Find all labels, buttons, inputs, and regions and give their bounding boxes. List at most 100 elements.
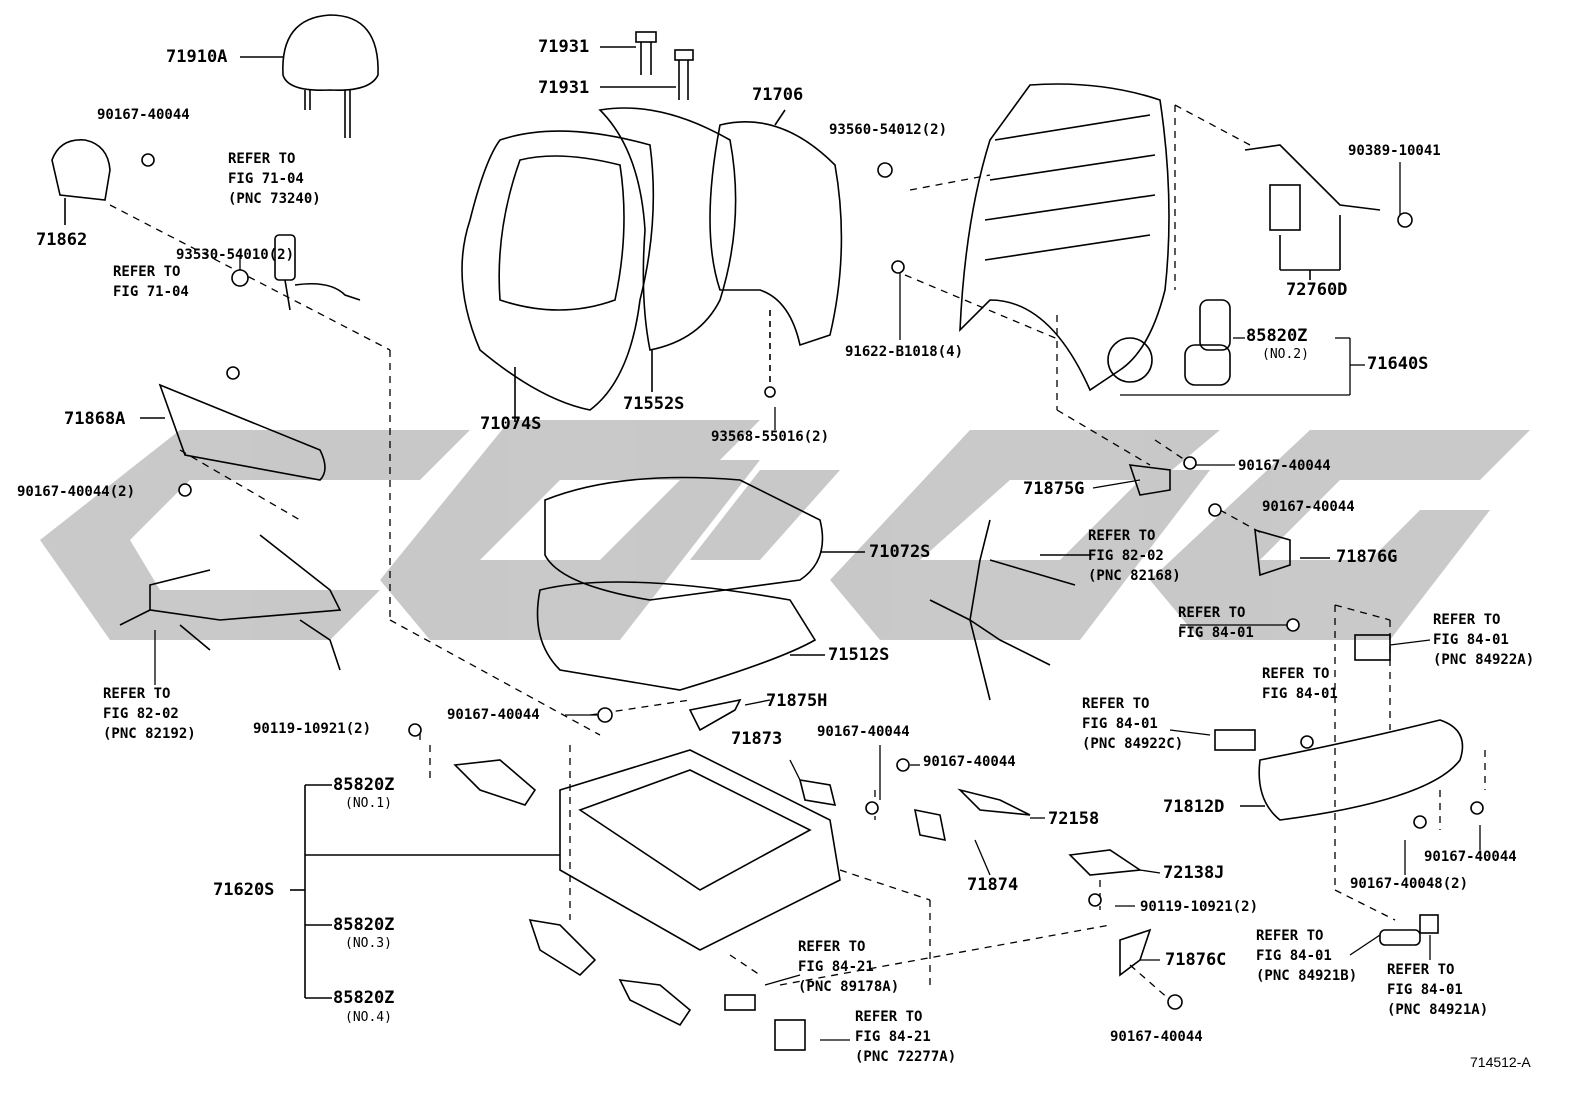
label-bolt-91622: 91622-B1018(4) [845, 344, 964, 360]
label-cover-71875h: 71875H [766, 691, 828, 711]
label-belt-ref-line3: (PNC 73240) [228, 191, 321, 207]
back-board-drawing [709, 109, 843, 395]
label-screw-board: 90167-40044(2) [17, 484, 136, 500]
wire-harness-right-drawing [929, 519, 1090, 701]
label-frame-71640s: 71640S [1367, 354, 1429, 374]
label-screw-71873: 90167-40044 [817, 724, 910, 740]
wire-harness-drawing [119, 534, 342, 671]
motor-no1-drawing [453, 759, 537, 806]
label-motor-no1-part: 85820Z [333, 775, 395, 795]
label-ref-84922c-line1: REFER TO [1082, 696, 1150, 712]
label-shield-71812d: 71812D [1163, 797, 1225, 817]
label-motor-no3-sub: (NO.3) [345, 936, 392, 951]
label-cushion-pad: 71512S [828, 645, 890, 665]
solid-leader-lines [154, 162, 1481, 1041]
board-drawing [140, 383, 326, 481]
label-screw-93530: 93530-54010(2) [176, 247, 295, 263]
label-cover-71876g: 71876G [1336, 547, 1398, 567]
label-back-cover: 71074S [480, 414, 542, 434]
label-motor-no4-part: 85820Z [333, 988, 395, 1008]
label-screw-71876c: 90167-40044 [1110, 1029, 1203, 1045]
label-ref-84921a-line2: FIG 84-01 [1387, 982, 1463, 998]
label-ref-84921a-line1: REFER TO [1387, 962, 1455, 978]
label-back-pad: 71552S [623, 394, 685, 414]
label-motor-no2-part: 85820Z [1246, 326, 1308, 346]
label-belt-ref-line2: FIG 71-04 [228, 171, 304, 187]
label-back-board: 71706 [752, 85, 804, 105]
label-cushion-cover: 71072S [869, 542, 931, 562]
label-hinge-cover: 71862 [36, 230, 88, 250]
label-nut-ref-line2: FIG 71-04 [113, 284, 189, 300]
label-cover-71875g: 71875G [1023, 479, 1085, 499]
label-motor-no3-part: 85820Z [333, 915, 395, 935]
label-screw-cushion: 90167-40044 [447, 707, 540, 723]
label-ref-84921b-line2: FIG 84-01 [1256, 948, 1332, 964]
label-screw-93560: 93560-54012(2) [829, 122, 948, 138]
label-ref-84922a-line3: (PNC 84922A) [1433, 652, 1535, 668]
label-screw-40048: 90167-40048(2) [1350, 876, 1469, 892]
label-wire-82192-line3: (PNC 82192) [103, 726, 196, 742]
label-ref-bolt-84-01-line1: REFER TO [1178, 605, 1246, 621]
lumbar-drawing [1244, 144, 1381, 280]
buckle-drawing [274, 234, 361, 311]
label-ref-72277a-line2: FIG 84-21 [855, 1029, 931, 1045]
label-ref-89178a-line1: REFER TO [798, 939, 866, 955]
label-board-71868a: 71868A [64, 409, 126, 429]
figure-id: 714512-A [1470, 1054, 1531, 1070]
screw-drawings [141, 153, 1484, 1010]
cushion-drawing [536, 476, 865, 691]
side-shield-drawing [1240, 719, 1464, 821]
label-wire-82192-line2: FIG 82-02 [103, 706, 179, 722]
label-ref-84921b-line3: (PNC 84921B) [1256, 968, 1358, 984]
motor-no3-drawing [528, 918, 597, 977]
dashed-leader-lines [109, 104, 1486, 1001]
label-ref-84922c-line3: (PNC 84922C) [1082, 736, 1184, 752]
label-bracket-72158: 72158 [1048, 809, 1100, 829]
label-screw-93568: 93568-55016(2) [711, 429, 830, 445]
label-screw-71876g: 90167-40044 [1262, 499, 1355, 515]
motor-no4-drawing [618, 979, 692, 1027]
label-ref-89178a-line2: FIG 84-21 [798, 959, 874, 975]
label-ref-89178a-line3: (PNC 89178A) [798, 979, 900, 995]
label-motor-no2-sub: (NO.2) [1262, 347, 1309, 362]
label-ref-84922a-line2: FIG 84-01 [1433, 632, 1509, 648]
label-ref-84921a-line3: (PNC 84921A) [1387, 1002, 1489, 1018]
label-screw-72158: 90167-40044 [923, 754, 1016, 770]
label-pin-upper: 71931 [538, 37, 590, 57]
label-ref-84921b-line1: REFER TO [1256, 928, 1324, 944]
label-motor-no1-sub: (NO.1) [345, 796, 392, 811]
label-nut-ref-line1: REFER TO [113, 264, 181, 280]
label-screw-71875g: 90167-40044 [1238, 458, 1331, 474]
label-wire-82192-line1: REFER TO [103, 686, 171, 702]
label-ref-bolt-84-01-line2: FIG 84-01 [1178, 625, 1254, 641]
motor-no2-drawing [1184, 299, 1231, 386]
label-screw-90119-left: 90119-10921(2) [253, 721, 372, 737]
label-lumbar: 72760D [1286, 280, 1348, 300]
hinge-cover-drawing [51, 139, 111, 225]
frame-drawing [959, 83, 1170, 392]
label-pin-lower: 71931 [538, 78, 590, 98]
label-nut-90389: 90389-10041 [1348, 143, 1441, 159]
label-screw-90119-right: 90119-10921(2) [1140, 899, 1259, 915]
pin-drawing [600, 31, 694, 100]
label-wire-82168-line1: REFER TO [1088, 528, 1156, 544]
label-screw-hinge: 90167-40044 [97, 107, 190, 123]
label-bracket-72138j: 72138J [1163, 863, 1225, 883]
label-motor-no4-sub: (NO.4) [345, 1010, 392, 1025]
label-screw-shield: 90167-40044 [1424, 849, 1517, 865]
label-ref-mid-84-01-line1: REFER TO [1262, 666, 1330, 682]
label-belt-ref-line1: REFER TO [228, 151, 296, 167]
label-wire-82168-line3: (PNC 82168) [1088, 568, 1181, 584]
back-pad-drawing [598, 107, 737, 392]
headrest-drawing [240, 14, 379, 138]
label-ref-84922a-line1: REFER TO [1433, 612, 1501, 628]
adjuster-drawing [290, 749, 841, 999]
label-ref-84922c-line2: FIG 84-01 [1082, 716, 1158, 732]
label-headrest: 71910A [166, 47, 228, 67]
label-ref-72277a-line3: (PNC 72277A) [855, 1049, 957, 1065]
back-cover-drawing [461, 130, 655, 422]
label-adjuster: 71620S [213, 880, 275, 900]
label-ref-72277a-line1: REFER TO [855, 1009, 923, 1025]
